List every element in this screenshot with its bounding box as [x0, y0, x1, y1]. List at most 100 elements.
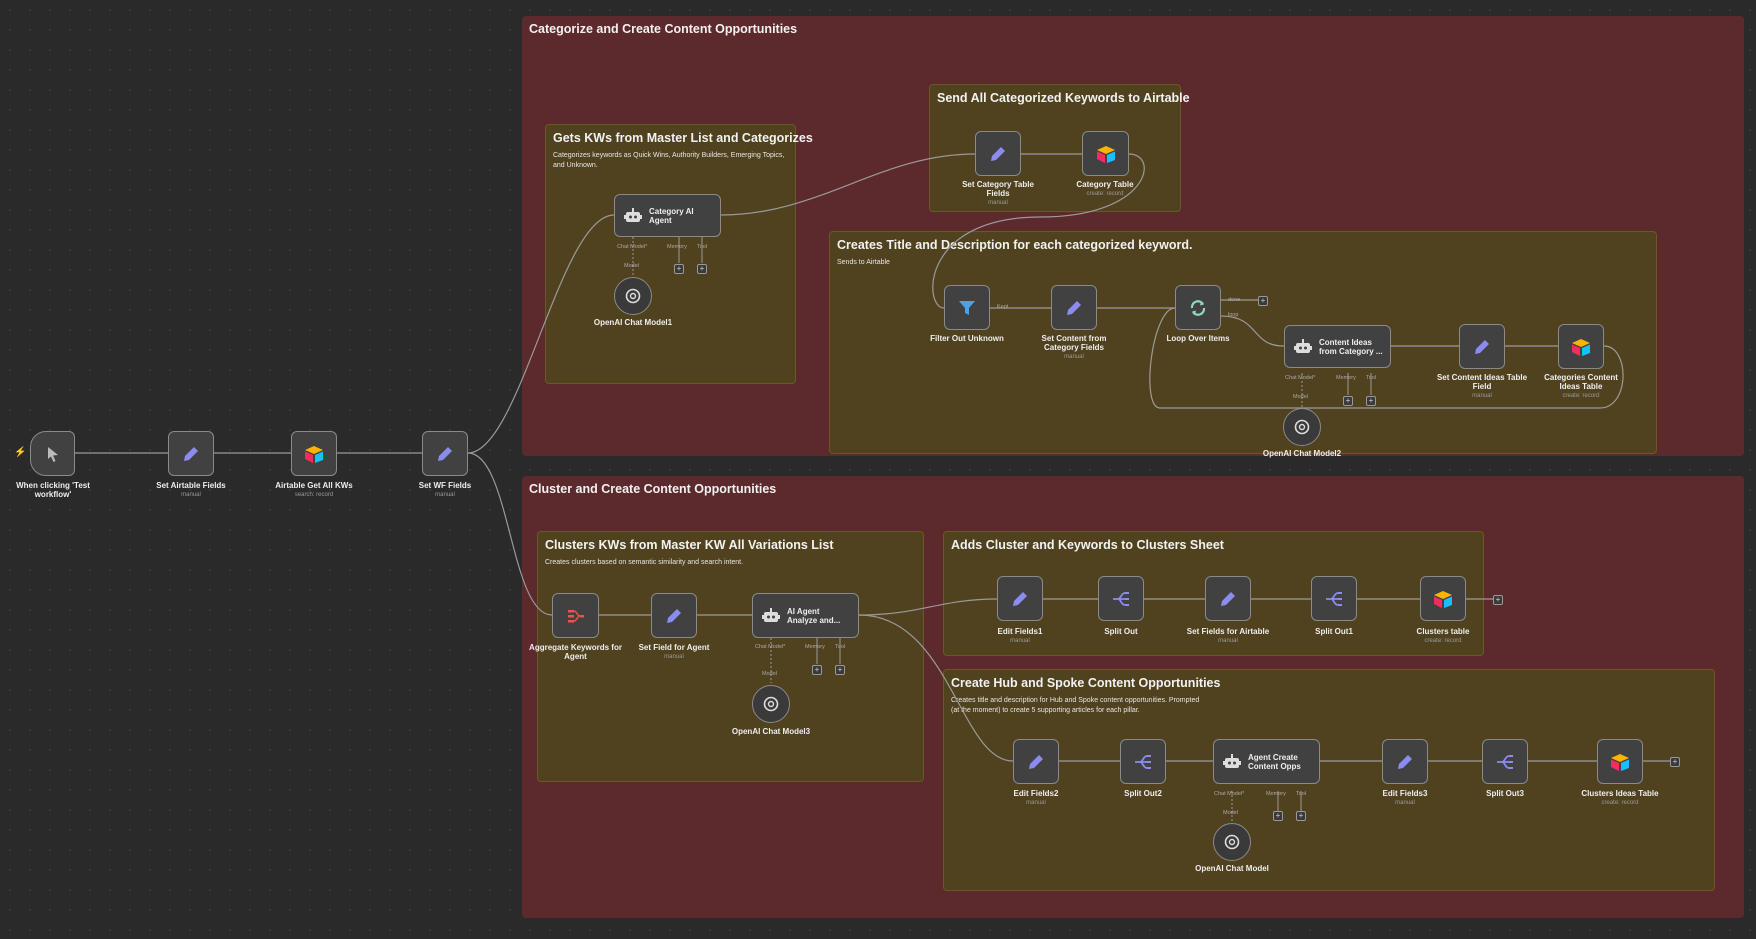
robot-icon: [623, 207, 643, 225]
split-out3-node[interactable]: [1482, 739, 1528, 784]
openai-chat-model2-node[interactable]: [1283, 408, 1321, 446]
node-label: OpenAI Chat Model1: [593, 318, 673, 327]
agent-create-content-opps-node[interactable]: Agent Create Content Opps: [1213, 739, 1320, 784]
pencil-icon: [663, 605, 685, 627]
node-label: Aggregate Keywords for Agent: [529, 643, 622, 661]
node-label: OpenAI Chat Model2: [1262, 449, 1342, 458]
set-airtable-fields-node[interactable]: [168, 431, 214, 476]
group-description: Categorizes keywords as Quick Wins, Auth…: [553, 152, 785, 169]
node-subtitle: manual: [181, 492, 201, 498]
node-label: Edit Fields3: [1382, 789, 1428, 798]
category-ai-agent-node[interactable]: Category AI Agent: [614, 194, 721, 237]
set-field-for-agent-node[interactable]: [651, 593, 697, 638]
group-creates-title[interactable]: Creates Title and Description for each c…: [829, 231, 1657, 454]
node-subtitle: create: record: [1562, 393, 1600, 399]
openai-chat-model3-node[interactable]: [752, 685, 790, 723]
node-label: Clusters table: [1416, 627, 1470, 636]
group-hub-spoke[interactable]: Create Hub and Spoke Content Opportuniti…: [943, 669, 1715, 891]
add-memory-button[interactable]: +: [1343, 396, 1353, 406]
port-model: Model: [1293, 394, 1308, 400]
port-loop: loop: [1228, 312, 1239, 318]
manual-trigger-node[interactable]: [30, 431, 75, 476]
group-title: Clusters KWs from Master KW All Variatio…: [545, 538, 834, 552]
aggregate-keywords-node[interactable]: [552, 593, 599, 638]
openai-chat-model-node[interactable]: [1213, 823, 1251, 861]
node-label: Set Content Ideas Table Field: [1436, 373, 1528, 391]
node-label: OpenAI Chat Model: [1195, 864, 1269, 873]
edit-fields3-node[interactable]: [1382, 739, 1428, 784]
airtable-get-all-kws-node[interactable]: [291, 431, 337, 476]
add-next-node-button[interactable]: +: [1670, 757, 1680, 767]
group-description: Creates clusters based on semantic simil…: [545, 559, 744, 566]
split-out2-node[interactable]: [1120, 739, 1166, 784]
split-out1-node[interactable]: [1311, 576, 1357, 621]
group-gets-kws[interactable]: Gets KWs from Master List and Categorize…: [545, 124, 813, 384]
add-tool-button[interactable]: +: [835, 665, 845, 675]
split-out-node[interactable]: [1098, 576, 1144, 621]
pencil-icon: [1217, 588, 1239, 610]
node-label: Split Out3: [1486, 789, 1524, 798]
split-icon: [1324, 590, 1344, 608]
content-ideas-agent-node[interactable]: Content Ideas from Category ...: [1284, 325, 1391, 368]
edit-fields2-node[interactable]: [1013, 739, 1059, 784]
port-model: Model: [1223, 810, 1238, 816]
add-done-branch-button[interactable]: +: [1258, 296, 1268, 306]
openai-icon: [762, 695, 780, 713]
robot-icon: [1222, 753, 1242, 771]
split-icon: [1133, 753, 1153, 771]
loop-over-items-node[interactable]: [1175, 285, 1221, 330]
pencil-icon: [1009, 588, 1031, 610]
openai-chat-model1-node[interactable]: [614, 277, 652, 315]
set-content-from-category-fields-node[interactable]: [1051, 285, 1097, 330]
set-wf-fields-node[interactable]: [422, 431, 468, 476]
node-subtitle: manual: [1010, 638, 1030, 644]
cursor-icon: [43, 444, 63, 464]
ai-agent-analyze-node[interactable]: AI Agent Analyze and...: [752, 593, 859, 638]
group-title: Create Hub and Spoke Content Opportuniti…: [951, 676, 1221, 690]
node-label: Edit Fields2: [1013, 789, 1059, 798]
category-table-node[interactable]: [1082, 131, 1129, 176]
node-subtitle: manual: [1472, 393, 1492, 399]
airtable-icon: [1570, 337, 1592, 357]
node-subtitle: manual: [988, 200, 1008, 206]
set-fields-for-airtable-node[interactable]: [1205, 576, 1251, 621]
add-memory-button[interactable]: +: [1273, 811, 1283, 821]
node-label: Set Airtable Fields: [156, 481, 226, 490]
port-tool: Tool: [697, 244, 708, 250]
set-content-ideas-table-field-node[interactable]: [1459, 324, 1505, 369]
node-label: Category Table: [1076, 180, 1134, 189]
group-description: Creates title and description for Hub an…: [951, 697, 1200, 714]
port-memory: Memory: [805, 644, 825, 650]
categories-content-ideas-table-node[interactable]: [1558, 324, 1604, 369]
group-send-all[interactable]: Send All Categorized Keywords to Airtabl…: [929, 84, 1190, 212]
add-next-node-button[interactable]: +: [1493, 595, 1503, 605]
group-title: Gets KWs from Master List and Categorize…: [553, 131, 813, 145]
node-label: Split Out1: [1315, 627, 1353, 636]
filter-icon: [957, 298, 977, 318]
add-memory-button[interactable]: +: [674, 264, 684, 274]
pencil-icon: [1063, 297, 1085, 319]
edit-fields1-node[interactable]: [997, 576, 1043, 621]
add-tool-button[interactable]: +: [1366, 396, 1376, 406]
openai-icon: [1223, 833, 1241, 851]
robot-icon: [761, 607, 781, 625]
node-subtitle: manual: [1064, 354, 1084, 360]
add-tool-button[interactable]: +: [697, 264, 707, 274]
port-model: Model: [624, 263, 639, 269]
group-title: Creates Title and Description for each c…: [837, 238, 1193, 252]
add-tool-button[interactable]: +: [1296, 811, 1306, 821]
filter-out-unknown-node[interactable]: [944, 285, 990, 330]
node-subtitle: manual: [1218, 638, 1238, 644]
pencil-icon: [987, 143, 1009, 165]
port-kept: Kept: [997, 304, 1009, 310]
add-memory-button[interactable]: +: [812, 665, 822, 675]
node-label: Clusters Ideas Table: [1581, 789, 1659, 798]
clusters-ideas-table-node[interactable]: [1597, 739, 1643, 784]
split-icon: [1495, 753, 1515, 771]
node-label: Set WF Fields: [418, 481, 472, 490]
node-subtitle: manual: [664, 654, 684, 660]
clusters-table-node[interactable]: [1420, 576, 1466, 621]
group-clusters-kws[interactable]: Clusters KWs from Master KW All Variatio…: [537, 531, 924, 782]
set-category-table-fields-node[interactable]: [975, 131, 1021, 176]
port-done: done: [1228, 297, 1241, 303]
